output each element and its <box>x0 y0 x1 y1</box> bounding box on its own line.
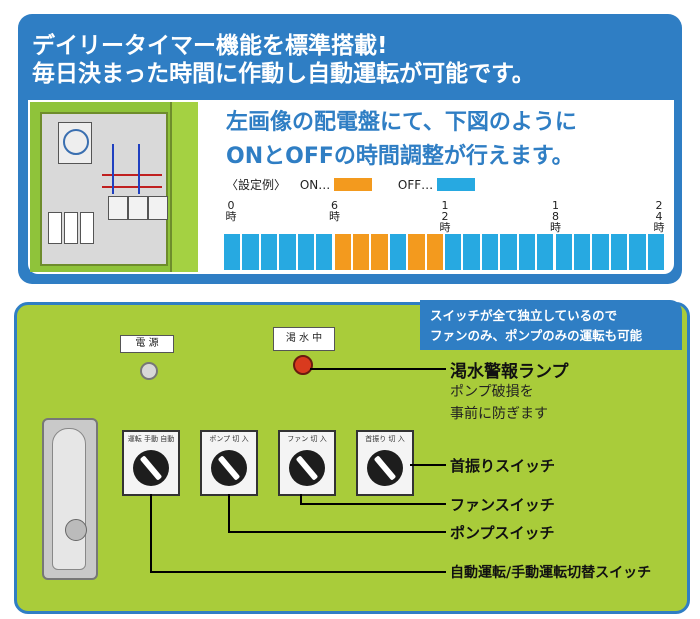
schedule-hour-23 <box>647 234 664 270</box>
pump-callout: ポンプスイッチ <box>450 524 555 542</box>
schedule-hour-14 <box>481 234 499 270</box>
schedule-hour-4 <box>297 234 315 270</box>
power-plate: 電 源 <box>120 335 174 353</box>
schedule-hour-15 <box>500 234 517 270</box>
daily-timer-icon <box>58 122 92 164</box>
swing-leader-line <box>410 464 446 466</box>
mode-callout: 自動運転/手動運転切替スイッチ <box>450 565 652 581</box>
pump-leader-line <box>228 531 446 533</box>
schedule-hour-3 <box>279 234 296 270</box>
fan-callout: ファンスイッチ <box>450 496 555 514</box>
schedule-hour-13 <box>463 234 480 270</box>
on-swatch <box>334 178 373 191</box>
schedule-hour-2 <box>260 234 278 270</box>
keyhole-icon <box>65 519 87 541</box>
distribution-board-photo <box>30 102 198 272</box>
pump-switch[interactable]: ポンプ 切 入 <box>200 430 258 496</box>
lamp-description: ポンプ破損を 事前に防ぎます <box>450 384 548 422</box>
swing-switch[interactable]: 首振り 切 入 <box>356 430 414 496</box>
water-shortage-lamp <box>293 355 313 375</box>
independent-switch-note: スイッチが全て独立しているので ファンのみ、ポンプのみの運転も可能 <box>420 300 682 350</box>
headline-line-2: 毎日決まった時間に作動し自動運転が可能です。 <box>32 61 535 87</box>
timer-description: 左画像の配電盤にて、下図のように ONとOFFの時間調整が行えます。 <box>226 110 577 169</box>
schedule-hour-12 <box>445 234 462 270</box>
swing-callout: 首振りスイッチ <box>450 457 556 475</box>
fan-leader-line <box>300 503 446 505</box>
schedule-hour-17 <box>537 234 554 270</box>
schedule-hour-8 <box>371 234 388 270</box>
schedule-hour-10 <box>408 234 425 270</box>
schedule-hour-6 <box>334 234 351 270</box>
headline-line-1: デイリータイマー機能を標準搭載! <box>32 33 388 59</box>
schedule-hour-18 <box>555 234 572 270</box>
door-handle <box>42 418 98 580</box>
lamp-leader-line <box>310 368 446 370</box>
water-shortage-plate: 渇 水 中 <box>273 327 335 351</box>
schedule-hour-16 <box>518 234 536 270</box>
headline: デイリータイマー機能を標準搭載! 毎日決まった時間に作動し自動運転が可能です。 <box>32 32 535 88</box>
schedule-hour-7 <box>352 234 370 270</box>
schedule-hour-5 <box>316 234 333 270</box>
mode-leader-line <box>150 571 446 573</box>
schedule-hour-21 <box>610 234 628 270</box>
fan-switch[interactable]: ファン 切 入 <box>278 430 336 496</box>
schedule-hour-11 <box>426 234 443 270</box>
lamp-callout: 渇水警報ランプ <box>450 362 569 382</box>
schedule-hour-9 <box>389 234 407 270</box>
off-swatch <box>437 178 475 191</box>
power-lamp <box>140 362 158 380</box>
schedule-hour-19 <box>573 234 591 270</box>
timer-legend: 〈設定例〉 ON… OFF… <box>226 176 475 193</box>
schedule-hour-0 <box>224 234 241 270</box>
schedule-hour-22 <box>629 234 646 270</box>
schedule-hour-1 <box>242 234 259 270</box>
auto-manual-switch[interactable]: 運転 手動 自動 <box>122 430 180 496</box>
schedule-hour-20 <box>592 234 609 270</box>
